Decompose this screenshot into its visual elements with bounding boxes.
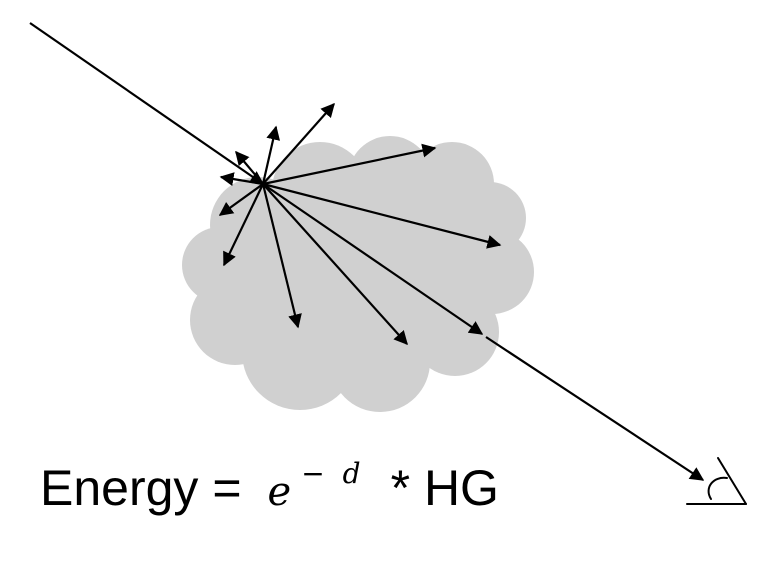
- eye-icon: [686, 457, 747, 505]
- scatter-ray: [262, 143, 437, 186]
- scatter-ray: [262, 183, 484, 335]
- scattered-rays: [218, 102, 502, 346]
- scatter-ray: [235, 150, 264, 185]
- scatter-ray: [262, 182, 502, 249]
- exit-ray: [485, 336, 705, 481]
- scatter-ray: [262, 183, 408, 346]
- cloud: [182, 136, 534, 412]
- formula-exp-sign: −: [301, 457, 325, 490]
- scatter-ray: [261, 183, 302, 329]
- formula-exponent: −d: [301, 457, 360, 490]
- formula-label: Energy =: [40, 460, 242, 516]
- formula-exp-var: d: [342, 457, 361, 490]
- energy-formula: Energy =e−d* HG: [40, 448, 499, 528]
- scatter-ray: [262, 102, 335, 185]
- formula-base: e: [267, 469, 292, 515]
- incident-ray: [29, 22, 265, 185]
- scatter-ray: [218, 183, 264, 216]
- scatter-ray: [219, 172, 264, 186]
- scatter-ray: [261, 125, 281, 185]
- formula-rest: * HG: [390, 460, 499, 516]
- scatter-ray: [223, 183, 264, 267]
